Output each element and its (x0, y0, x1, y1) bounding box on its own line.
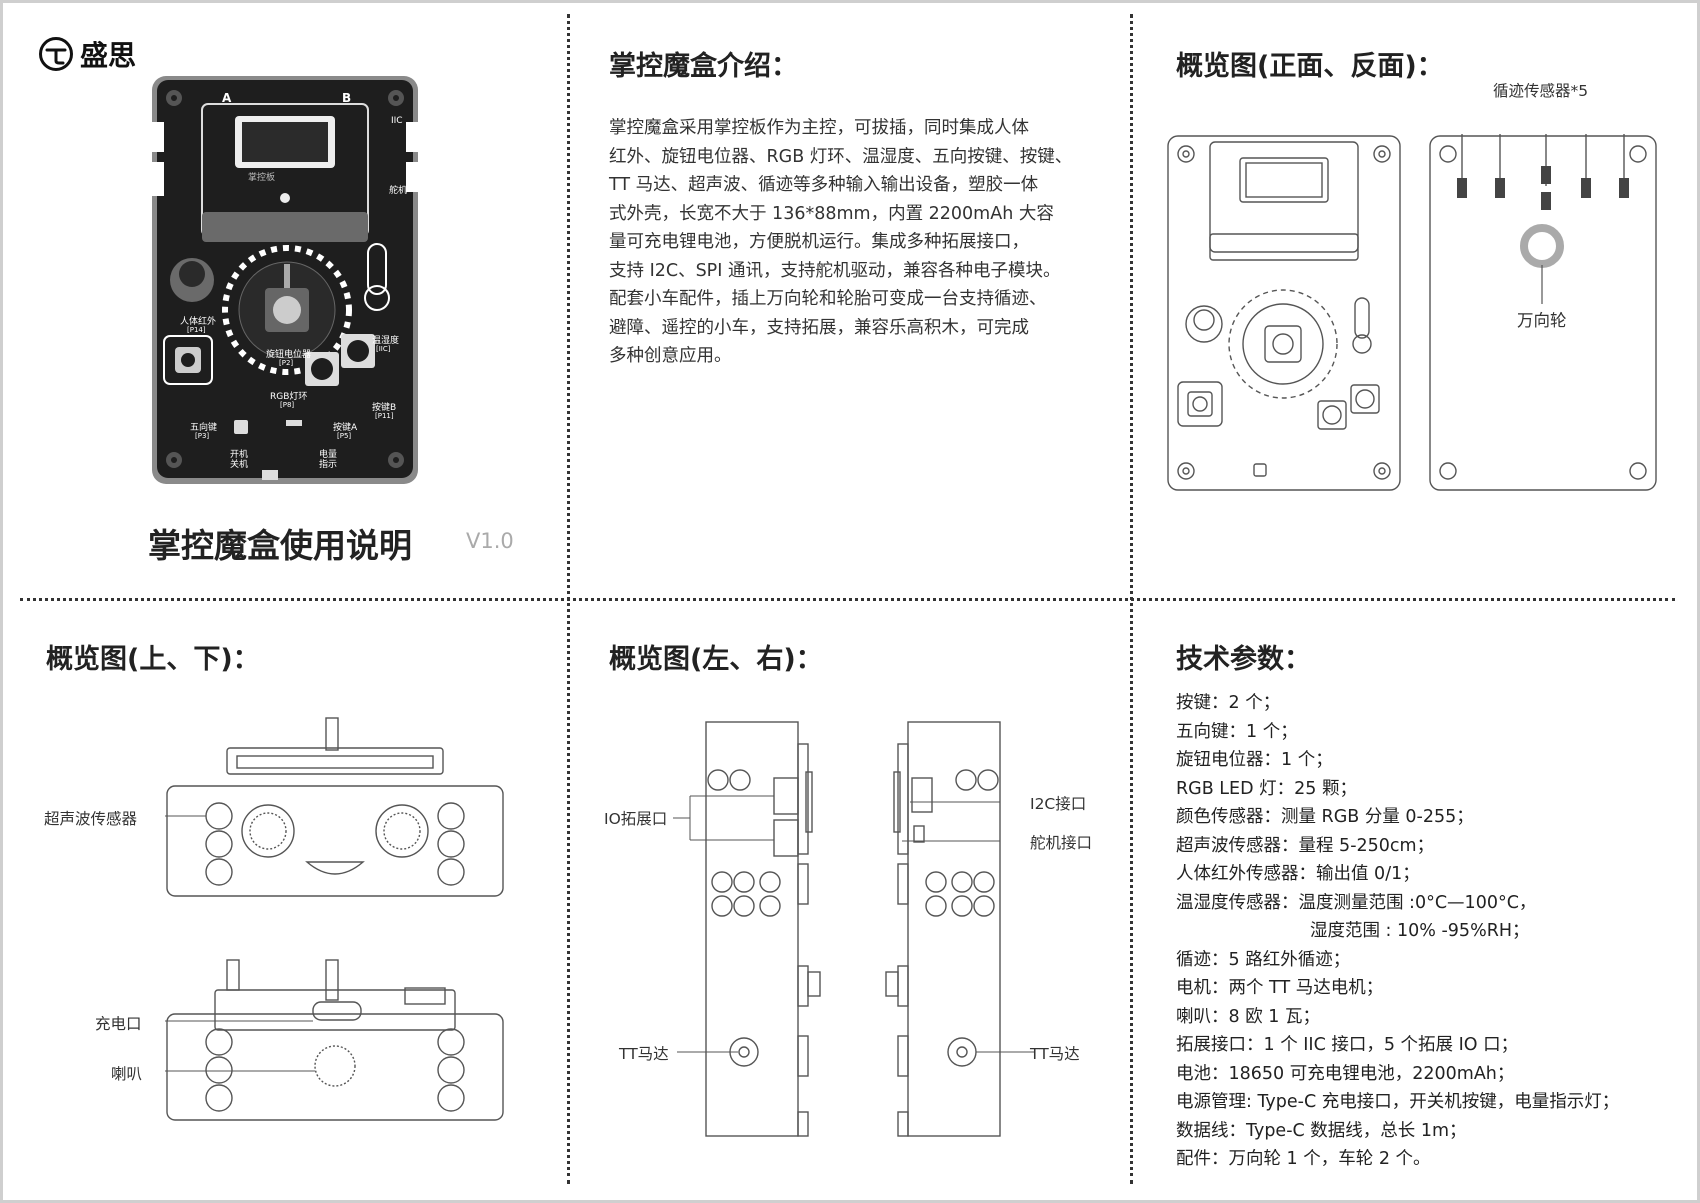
board-label-a: A (222, 91, 232, 105)
spec-item: 喇叭：8 欧 1 瓦； (1176, 1006, 1320, 1027)
back-outline-illustration (1429, 134, 1657, 491)
board-label-button-b: 按键B (372, 403, 397, 413)
board-label-rgb: RGB灯环 (270, 392, 308, 402)
board-label-rgb-port: [P8] (280, 401, 295, 409)
servo-port-label: 舵机接口 (1030, 834, 1093, 852)
intro-line: 多种创意应用。 (609, 346, 732, 366)
manual-version: V1.0 (466, 529, 514, 553)
intro-line: 掌控魔盒采用掌控板作为主控，可拔插，同时集成人体 (609, 118, 1029, 138)
io-expansion-label: IO拓展口 (604, 810, 668, 828)
front-outline-illustration (1167, 135, 1401, 491)
top-view-illustration (165, 717, 504, 897)
board-label-servo: 舵机 (389, 186, 408, 196)
brand-logo: 盛思 (38, 34, 136, 74)
right-view-illustration (885, 721, 1001, 1137)
board-label-power: 开机 关机 (230, 450, 249, 470)
spec-item: 拓展接口：1 个 IIC 接口，5 个拓展 IO 口； (1176, 1035, 1519, 1055)
spec-item: 电机：两个 TT 马达电机； (1176, 978, 1384, 998)
board-label-temp-port: [IIC] (376, 345, 391, 353)
intro-title: 掌控魔盒介绍： (609, 51, 798, 82)
tt-motor-left-label: TT马达 (619, 1045, 669, 1063)
spec-item: 配件：万向轮 1 个，车轮 2 个。 (1176, 1149, 1431, 1169)
left-right-title: 概览图(左、右)： (609, 644, 823, 675)
spec-item: 数据线：Type-C 数据线，总长 1m； (1176, 1120, 1467, 1141)
board-label-body-sensor: 人体红外 (180, 317, 217, 327)
board-label-b: B (342, 91, 352, 105)
board-label-iic: IIC (391, 116, 403, 126)
spec-item: 人体红外传感器：输出值 0/1； (1176, 864, 1420, 884)
front-board-illustration (150, 76, 420, 484)
row-divider (20, 598, 1675, 601)
intro-line: 式外壳，长宽不大于 136*88mm，内置 2200mAh 大容 (609, 203, 1054, 224)
caster-wheel-label: 万向轮 (1517, 311, 1567, 330)
spec-item: 温湿度传感器：温度测量范围 :0°C—100°C， (1176, 892, 1537, 913)
tt-motor-right-label: TT马达 (1030, 1045, 1080, 1063)
speaker-label: 喇叭 (111, 1065, 143, 1083)
intro-line: 支持 I2C、SPI 通讯，支持舵机驱动，兼容各种电子模块。 (609, 260, 1061, 281)
front-back-title: 概览图(正面、反面)： (1176, 51, 1444, 82)
spec-item: 按键：2 个； (1176, 693, 1281, 713)
spec-item: 电源管理: Type-C 充电接口，开关机按键，电量指示灯； (1176, 1092, 1620, 1112)
specs-list: 按键：2 个； 五向键：1 个； 旋钮电位器：1 个； RGB LED 灯：25… (1176, 689, 1619, 1174)
bottom-view-illustration (165, 959, 504, 1121)
spec-item: 颜色传感器：测量 RGB 分量 0-255； (1176, 807, 1474, 827)
left-right-leader-lines (673, 795, 1035, 1053)
intro-line: 配套小车配件，插上万向轮和轮胎可变成一台支持循迹、 (609, 289, 1047, 309)
spec-item: 电池：18650 可充电锂电池，2200mAh； (1176, 1063, 1515, 1084)
board-label-battery: 电量 指示 (319, 450, 338, 470)
intro-line: TT 马达、超声波、循迹等多种输入输出设备，塑胶一体 (609, 175, 1039, 195)
tracking-sensor-label: 循迹传感器*5 (1493, 82, 1589, 100)
top-bottom-title: 概览图(上、下)： (46, 644, 260, 675)
board-label-body-sensor-port: [P14] (187, 326, 206, 334)
spec-item: 超声波传感器：量程 5-250cm； (1176, 835, 1435, 856)
spec-item: 循迹：5 路红外循迹； (1176, 949, 1351, 970)
i2c-port-label: I2C接口 (1030, 795, 1087, 813)
ultrasonic-sensor-label: 超声波传感器 (44, 810, 138, 828)
board-label-five-way: 五向键 (190, 423, 218, 433)
spec-item: 旋钮电位器：1 个； (1176, 750, 1333, 770)
intro-line: 量可充电锂电池，方便脱机运行。集成多种拓展接口， (609, 232, 1029, 252)
brand-name: 盛思 (80, 39, 137, 72)
intro-paragraph: 掌控魔盒采用掌控板作为主控，可拔插，同时集成人体 红外、旋钮电位器、RGB 灯环… (609, 114, 1072, 371)
board-label-mboard: 掌控板 (248, 173, 276, 183)
board-label-knob-port: [P2] (279, 359, 294, 367)
intro-line: 红外、旋钮电位器、RGB 灯环、温湿度、五向按键、按键、 (609, 146, 1073, 167)
board-label-temp: 温湿度 (372, 336, 400, 346)
intro-line: 避障、遥控的小车，支持拓展，兼容乐高积木，可完成 (609, 317, 1029, 338)
board-label-button-a-port: [P5] (337, 432, 352, 440)
shengsi-logo-icon (39, 37, 73, 71)
specs-title: 技术参数： (1176, 644, 1311, 675)
manual-title: 掌控魔盒使用说明 (148, 526, 412, 565)
spec-item: 五向键：1 个； (1176, 721, 1298, 742)
board-label-knob: 旋钮电位器 (266, 350, 312, 360)
left-view-illustration (705, 721, 821, 1137)
board-label-button-a: 按键A (333, 423, 358, 433)
spec-item: 湿度范围 : 10% -95%RH； (1310, 921, 1530, 941)
charge-port-label: 充电口 (95, 1015, 142, 1033)
board-label-button-b-port: [P11] (375, 412, 394, 420)
spec-item: RGB LED 灯：25 颗； (1176, 778, 1357, 799)
board-label-five-way-port: [P3] (195, 432, 210, 440)
